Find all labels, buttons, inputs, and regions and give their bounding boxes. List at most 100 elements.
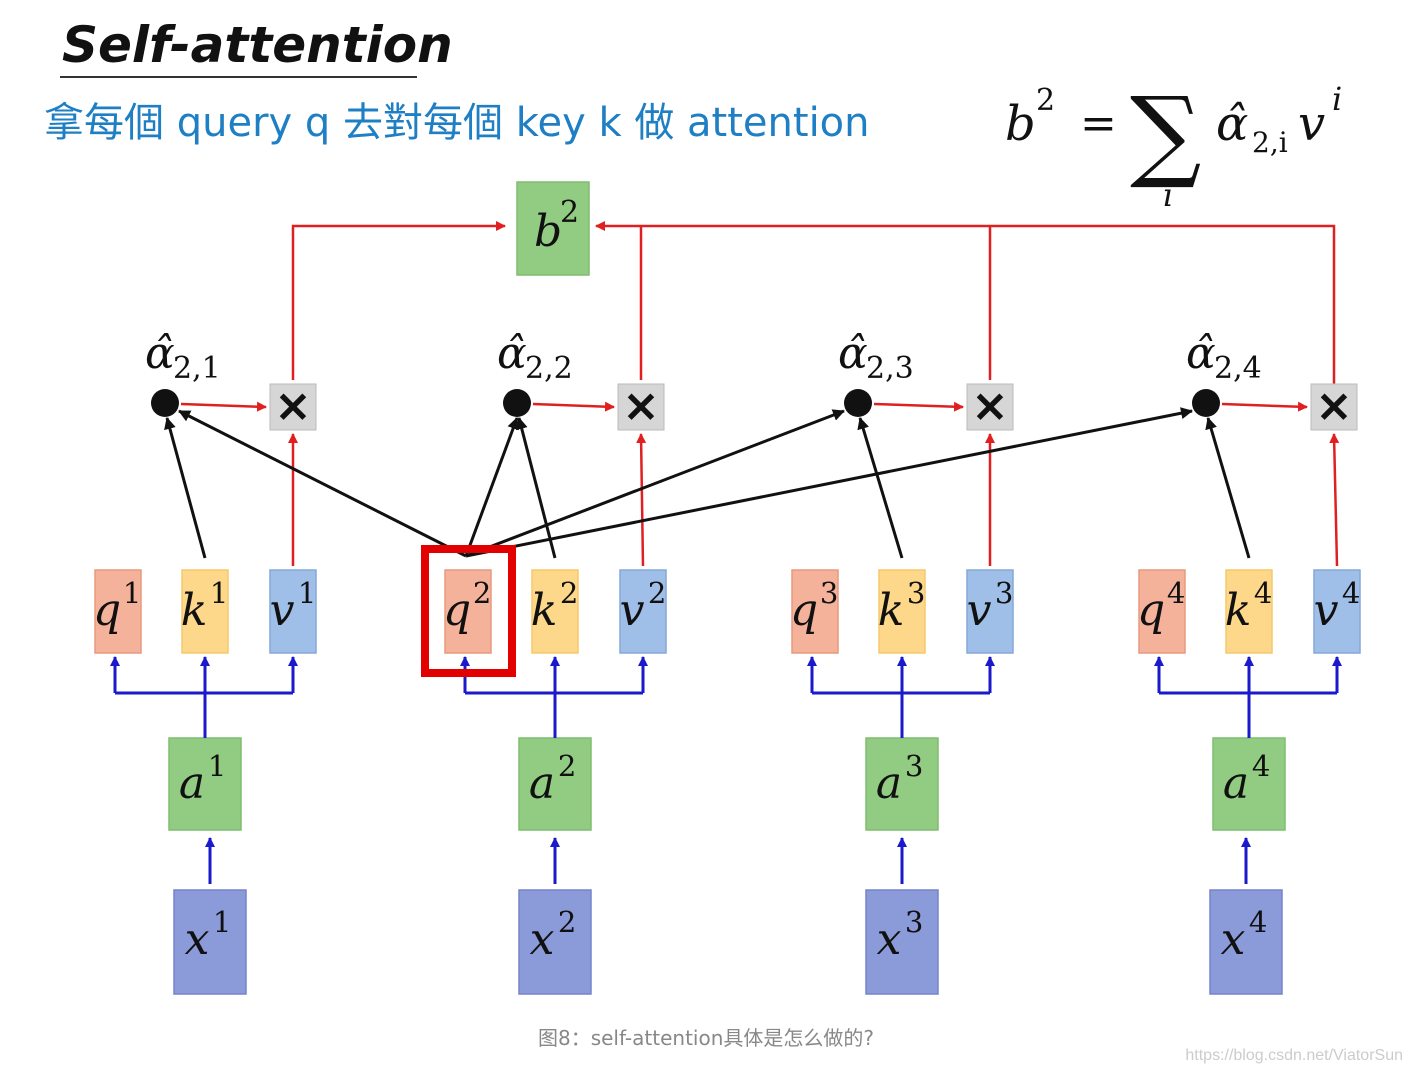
x4-box [1209,889,1283,995]
figure-caption: 图8：self-attention具体是怎么做的? [538,1026,874,1050]
svg-text:3: 3 [905,749,923,783]
q2-box [444,569,492,654]
v3-box [966,569,1014,654]
svg-text:x: x [877,914,902,965]
multiply-symbol-3: ✕ [972,383,1007,432]
diagram-title: Self-attention [62,16,453,74]
alpha-dot-1 [151,389,179,417]
alpha-label-4: α̂2,4 [1186,328,1262,386]
multiply-box-2 [617,383,665,431]
svg-text:2,2: 2,2 [525,351,573,386]
svg-text:k: k [181,585,208,636]
svg-text:1: 1 [208,749,226,783]
red-arrow-v-to-mult-2 [636,433,647,567]
black-arrow-k-to-dot-2 [515,417,557,559]
svg-text:∑: ∑ [1130,75,1201,192]
multiply-symbol-2: ✕ [623,383,658,432]
svg-text:v: v [1298,96,1325,152]
alpha-dot-3 [844,389,872,417]
svg-text:2: 2 [558,749,576,783]
svg-text:v: v [270,585,295,636]
v4-box [1313,569,1361,654]
multiply-box-1 [269,383,317,431]
svg-text:2,i: 2,i [1252,126,1288,159]
red-arrow-dot-to-mult-4 [1221,401,1308,412]
v1-box [269,569,317,654]
q2-highlight-box [421,545,516,677]
svg-text:x: x [530,914,555,965]
svg-text:2: 2 [648,576,666,610]
svg-text:α̂: α̂ [497,328,527,379]
svg-text:q: q [1137,585,1165,636]
multiply-box-3 [966,383,1014,431]
a2-box [518,737,592,831]
alpha-dot-4 [1192,389,1220,417]
svg-text:4: 4 [1249,905,1267,939]
attention-arrows [178,407,1193,558]
svg-text:α̂: α̂ [838,328,868,379]
svg-text:1: 1 [298,576,316,610]
svg-text:α̂: α̂ [145,328,175,379]
svg-text:i: i [1163,176,1173,214]
watermark: https://blog.csdn.net/ViatorSun [1185,1047,1403,1064]
svg-text:3: 3 [995,576,1013,610]
svg-text:2,3: 2,3 [866,351,914,386]
svg-text:α̂: α̂ [1216,96,1248,152]
svg-text:x: x [185,914,210,965]
svg-text:1: 1 [213,905,231,939]
svg-text:i: i [1332,80,1342,118]
svg-text:1: 1 [123,576,141,610]
a4-box [1212,737,1286,831]
svg-text:3: 3 [907,576,925,610]
svg-text:2,1: 2,1 [173,351,221,386]
svg-text:α̂: α̂ [1186,328,1216,379]
black-arrow-k-to-dot-1 [164,417,207,559]
svg-text:b: b [1005,96,1036,152]
black-arrow-q2-to-dot-2 [464,417,519,557]
svg-text:4: 4 [1252,749,1270,783]
svg-text:a: a [1223,758,1249,809]
svg-text:q: q [93,585,121,636]
x2-box [518,889,592,995]
multiply-symbol-4: ✕ [1316,383,1351,432]
svg-text:3: 3 [905,905,923,939]
v2-box [619,569,667,654]
q4-box [1138,569,1186,654]
black-arrow-k-to-dot-3 [857,417,904,559]
black-arrow-k-to-dot-4 [1205,417,1251,559]
alpha-label-3: α̂2,3 [838,328,914,386]
svg-text:a: a [876,758,902,809]
alpha-label-1: α̂2,1 [145,328,221,386]
svg-text:4: 4 [1167,576,1185,610]
q3-box [791,569,839,654]
svg-text:a: a [529,758,555,809]
x1-box [173,889,247,995]
red-arrow-dot-to-mult-1 [180,401,267,412]
black-arrow-q2-to-dot-4 [465,407,1193,558]
alpha-label-2: α̂2,2 [497,328,573,386]
svg-text:a: a [179,758,205,809]
k3-box [878,569,926,654]
alpha-dot-2 [503,389,531,417]
svg-text:q: q [443,585,471,636]
svg-text:b: b [534,206,562,257]
red-arrow-dot-to-mult-2 [532,401,615,412]
svg-text:2: 2 [560,576,578,610]
svg-text:4: 4 [1342,576,1360,610]
sum-lines [291,221,1336,386]
